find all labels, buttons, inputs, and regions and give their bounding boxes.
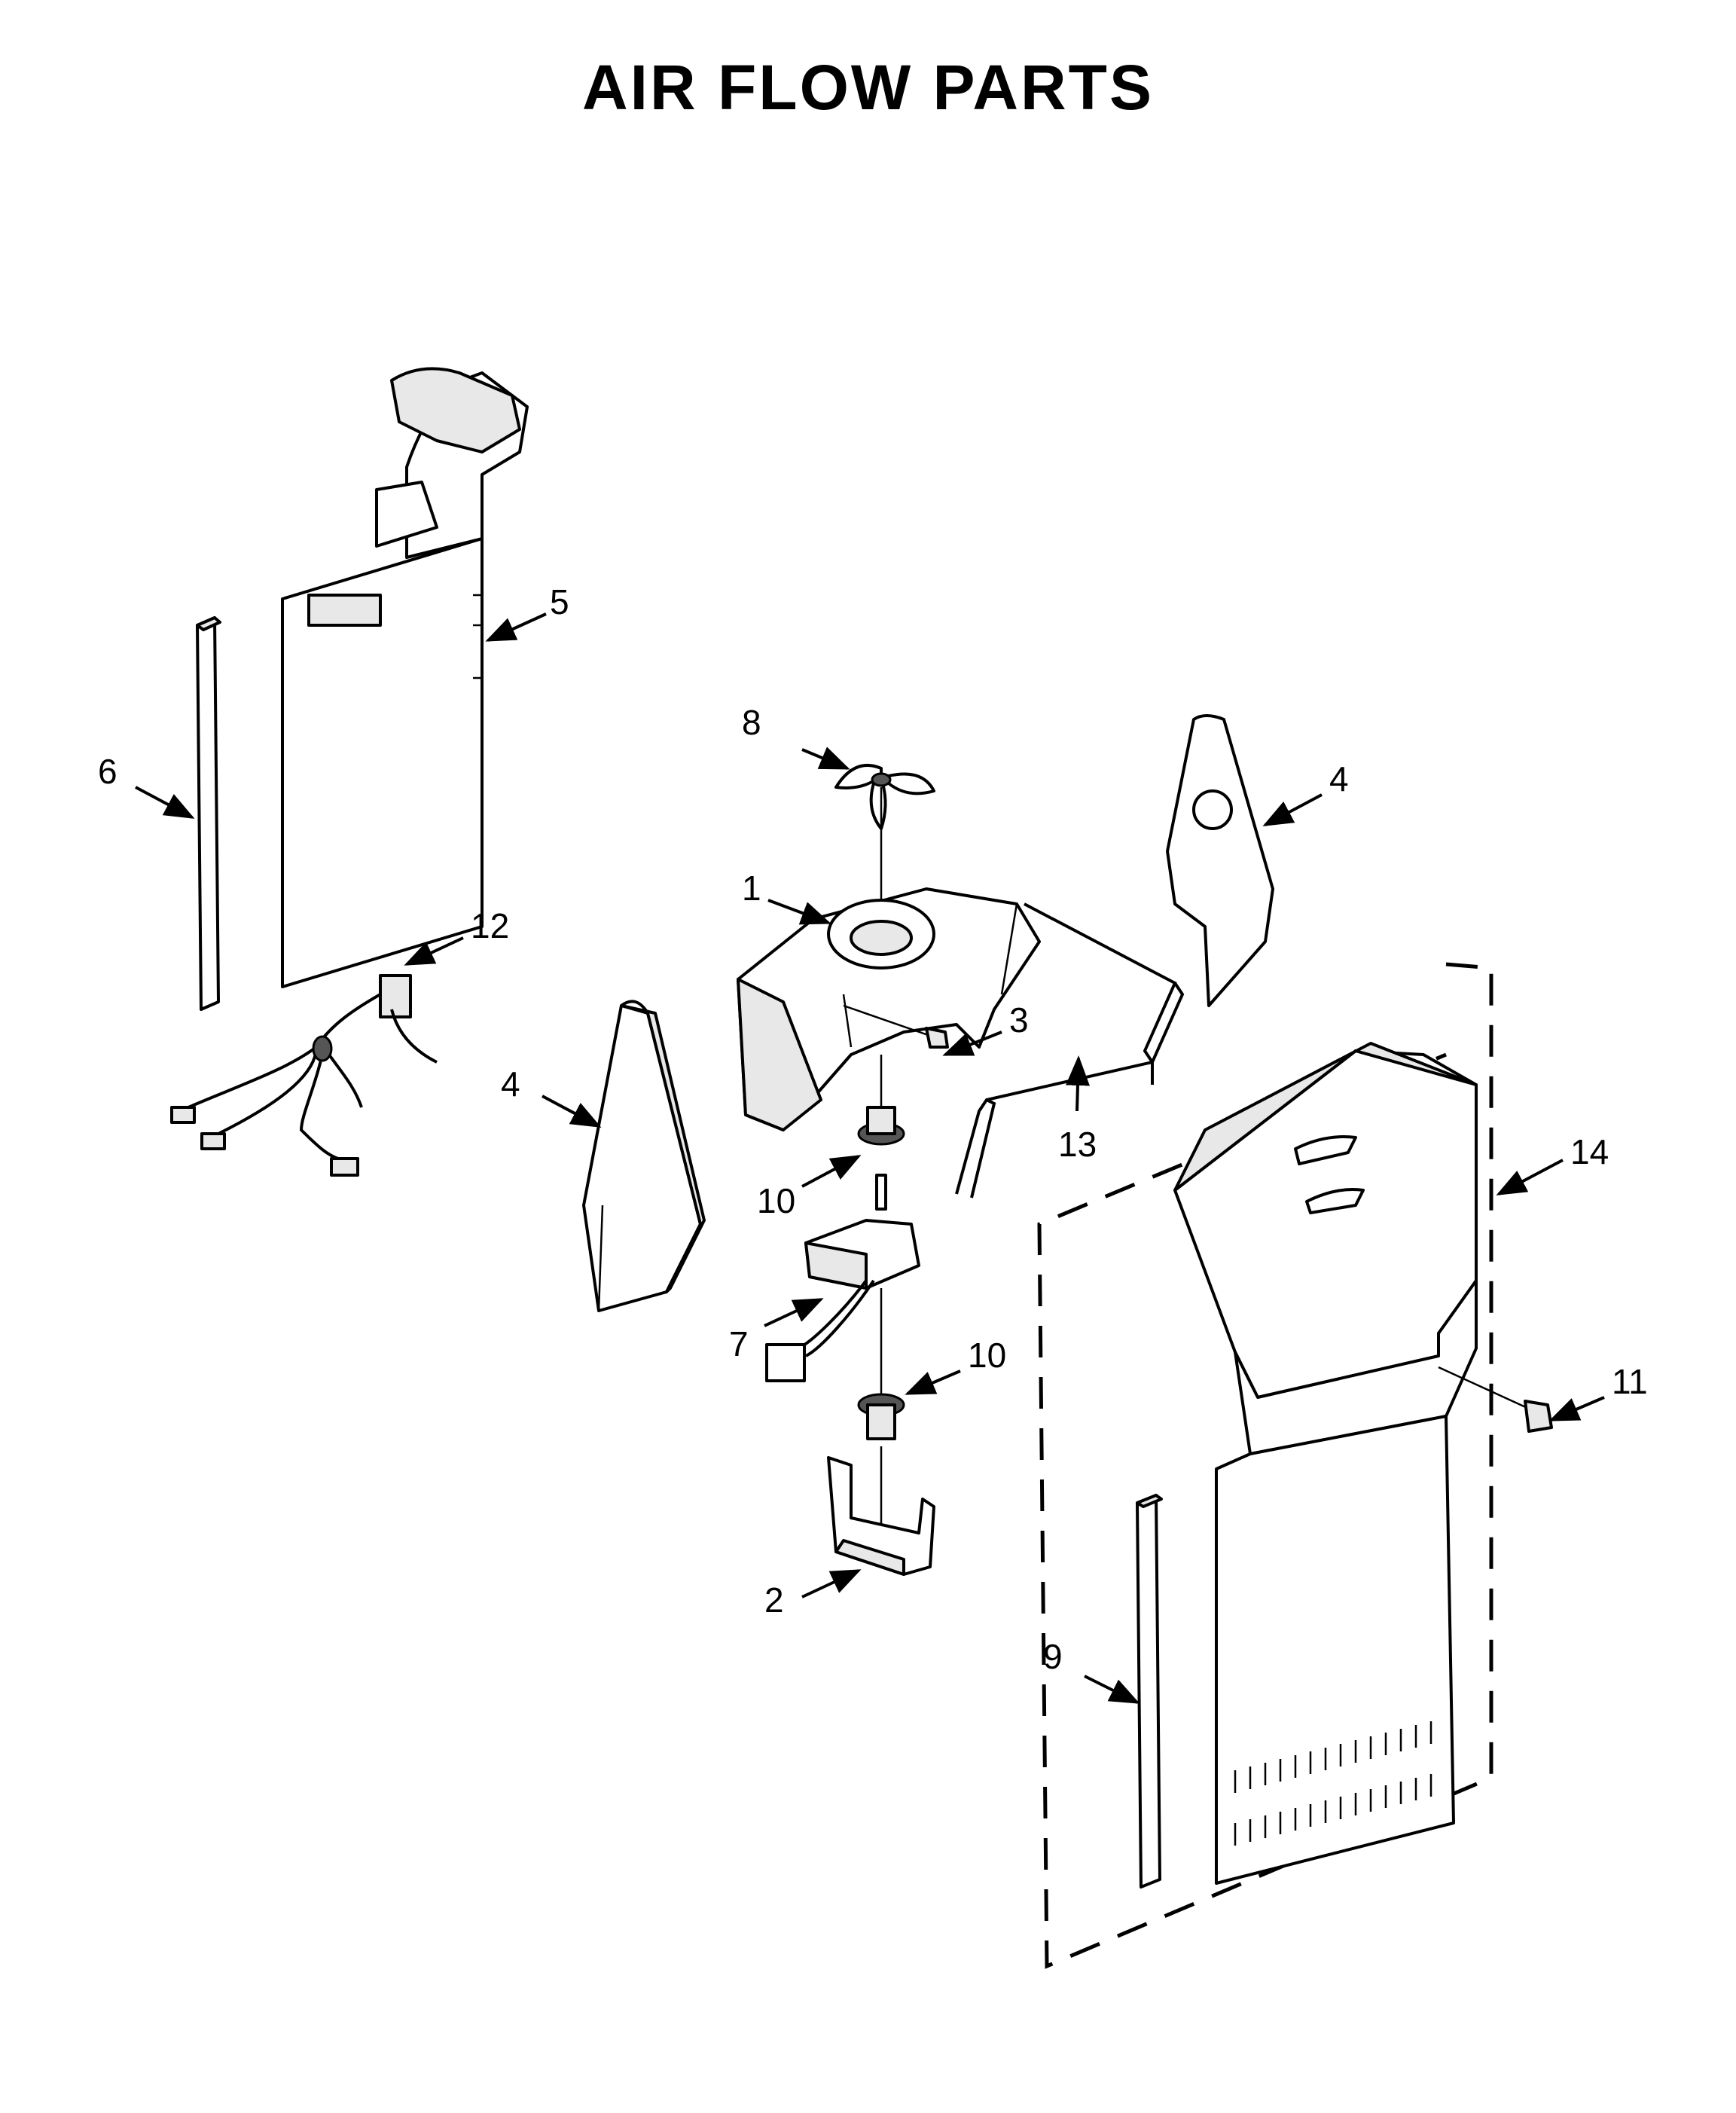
part-4-baffle-left [582, 1000, 706, 1312]
part-1-fan-housing [737, 887, 1041, 1131]
callout-10-upper: 10 [757, 1181, 795, 1220]
part-8-fan-blade [834, 764, 935, 934]
callout-4-right: 4 [1329, 759, 1349, 798]
part-4-baffle-right [1166, 714, 1274, 1007]
callout-leaders [135, 612, 1605, 1704]
part-12-wire-harness [170, 974, 438, 1177]
callout-10-lower: 10 [968, 1336, 1006, 1375]
callout-12: 12 [471, 906, 509, 945]
part-10-grommet-lower [857, 1393, 905, 1440]
part-11-screw [1438, 1366, 1553, 1433]
callout-7: 7 [729, 1324, 749, 1363]
part-7-fan-motor [765, 1174, 920, 1394]
part-14-duct-assembly [1037, 962, 1493, 1969]
duct-vent-slots [1234, 1721, 1432, 1846]
callout-labels: 5 6 8 1 4 12 3 4 13 10 14 7 10 11 2 9 [98, 582, 1648, 1676]
part-2-motor-bracket [827, 1446, 935, 1576]
part-10-grommet-upper [857, 1055, 905, 1146]
callout-1: 1 [742, 869, 761, 908]
part-5-evaporator-cover [281, 367, 529, 988]
callout-5: 5 [550, 582, 569, 621]
callout-4-left: 4 [501, 1064, 520, 1104]
callout-9: 9 [1043, 1637, 1063, 1676]
callout-8: 8 [742, 703, 761, 742]
callout-14: 14 [1570, 1132, 1609, 1171]
callout-3: 3 [1009, 1000, 1029, 1040]
part-6-gasket-strip [196, 616, 221, 1011]
callout-2: 2 [764, 1580, 784, 1620]
callout-11: 11 [1612, 1362, 1648, 1401]
callout-13: 13 [1058, 1125, 1097, 1164]
diagram-title: AIR FLOW PARTS [581, 52, 1155, 123]
part-9-gasket-strip [1136, 1494, 1163, 1889]
callout-6: 6 [98, 752, 117, 791]
part-3-screw [843, 1004, 949, 1049]
